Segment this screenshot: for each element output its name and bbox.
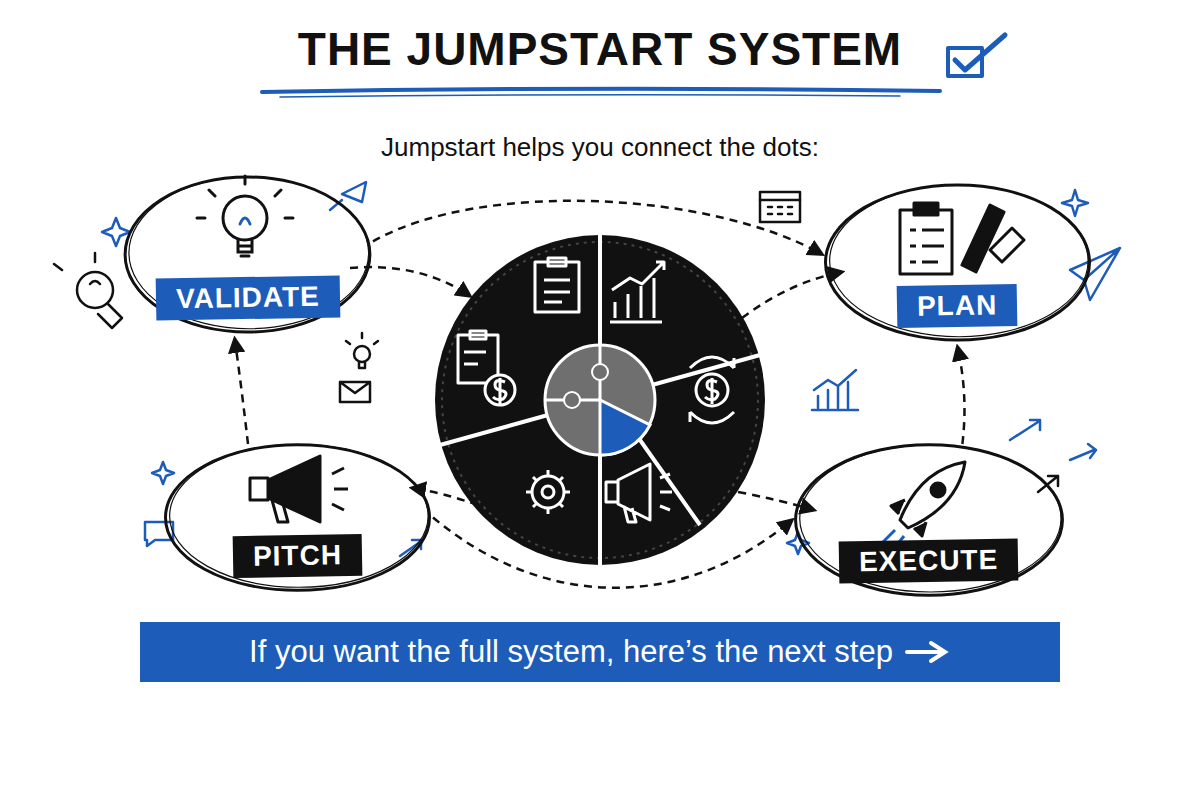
bubble-outline [826, 185, 1090, 340]
center-wheel [440, 235, 760, 565]
diagram-title: THE JUMPSTART SYSTEM [0, 22, 1200, 76]
center-wheel [592, 364, 608, 380]
bubble-outline [166, 445, 430, 591]
center-wheel [542, 486, 554, 498]
connector-doodles [350, 267, 842, 510]
scattered-doodles [1062, 190, 1088, 216]
center-wheel [535, 262, 579, 312]
plan-icon [990, 228, 1024, 262]
plan-icon [962, 205, 1004, 272]
validate-icon [223, 196, 267, 240]
plan-icon [900, 203, 1024, 274]
scattered-doodles [340, 382, 370, 402]
stage-bubble: PITCH [160, 440, 435, 595]
arrow-icon [907, 643, 945, 661]
scattered-doodles [102, 182, 1120, 556]
bubble-outline [129, 177, 369, 329]
center-wheel [690, 357, 734, 423]
pitch-icon [250, 456, 348, 522]
stage-bubble: VALIDATE [120, 172, 375, 337]
center-wheel [485, 375, 515, 405]
arrow-icon [905, 639, 951, 665]
scattered-doodles [152, 462, 174, 484]
scattered-doodles [1070, 444, 1096, 460]
center-wheel [526, 470, 570, 514]
center-wheel [458, 258, 734, 522]
scattered-doodles [354, 346, 370, 362]
stage-bubble: PLAN [820, 180, 1095, 345]
title-underline [262, 89, 940, 92]
center-wheel [564, 392, 580, 408]
center-wheel [464, 331, 486, 364]
scattered-doodles [346, 333, 378, 368]
title-underline [280, 95, 900, 97]
bubble-outline [796, 445, 1063, 595]
execute-icon [881, 462, 965, 546]
plan-icon [914, 203, 938, 215]
center-wheel [544, 258, 570, 302]
center-wheel [598, 235, 602, 345]
center-wheel [612, 262, 664, 290]
bubble-outline [170, 445, 429, 588]
plan-icon [900, 210, 952, 274]
center-wheel [660, 474, 672, 510]
center-wheel [705, 378, 718, 404]
scattered-doodles [77, 272, 113, 308]
center-wheel [545, 345, 655, 455]
pitch-icon [268, 456, 320, 522]
subtitle: Jumpstart helps you connect the dots: [0, 132, 1200, 163]
scattered-doodles [54, 253, 95, 270]
bubble-outline [800, 445, 1061, 592]
execute-icon [891, 500, 926, 536]
validate-icon [197, 176, 293, 256]
center-wheel [435, 235, 765, 565]
scattered-doodles [90, 281, 122, 328]
pitch-icon [332, 468, 348, 510]
bubble-outline [830, 185, 1089, 337]
center-wheel [493, 378, 506, 404]
scattered-doodles [760, 200, 800, 214]
band-text: If you want the full system, here’s the … [249, 634, 893, 670]
scattered-doodles [54, 192, 1058, 546]
dashed-connector [958, 347, 965, 444]
center-wheel [435, 235, 765, 565]
dashed-connector [373, 201, 822, 254]
stage-label: VALIDATE [155, 275, 340, 320]
stage-label: EXECUTE [839, 538, 1019, 583]
center-wheel [598, 455, 602, 565]
validate-icon [238, 240, 252, 256]
checkbox-icon [948, 35, 1005, 76]
title-underline [262, 89, 940, 97]
scattered-doodles [330, 182, 366, 210]
scattered-doodles [760, 192, 800, 222]
plan-icon [910, 230, 944, 262]
stage-label: PITCH [233, 534, 363, 578]
pitch-icon [272, 500, 288, 522]
dashed-connector [235, 339, 248, 444]
center-wheel [606, 464, 650, 522]
validate-icon [197, 176, 293, 218]
pitch-icon [250, 478, 268, 500]
bubble-outline [125, 177, 370, 332]
execute-icon [900, 462, 965, 528]
call-to-action-band: If you want the full system, here’s the … [140, 622, 1060, 682]
validate-icon [240, 218, 250, 224]
center-wheel [600, 400, 650, 455]
scattered-doodles [1010, 420, 1040, 440]
stage-label: PLAN [897, 284, 1018, 328]
scattered-doodles [812, 370, 858, 410]
center-wheel [652, 355, 760, 385]
stage-bubble: EXECUTE [790, 440, 1068, 600]
center-wheel [696, 374, 728, 406]
center-wheel [440, 415, 548, 445]
scattered-doodles [1070, 248, 1120, 300]
checkbox-icon [955, 35, 1005, 70]
dashed-connector [433, 518, 792, 588]
execute-icon [931, 483, 945, 497]
